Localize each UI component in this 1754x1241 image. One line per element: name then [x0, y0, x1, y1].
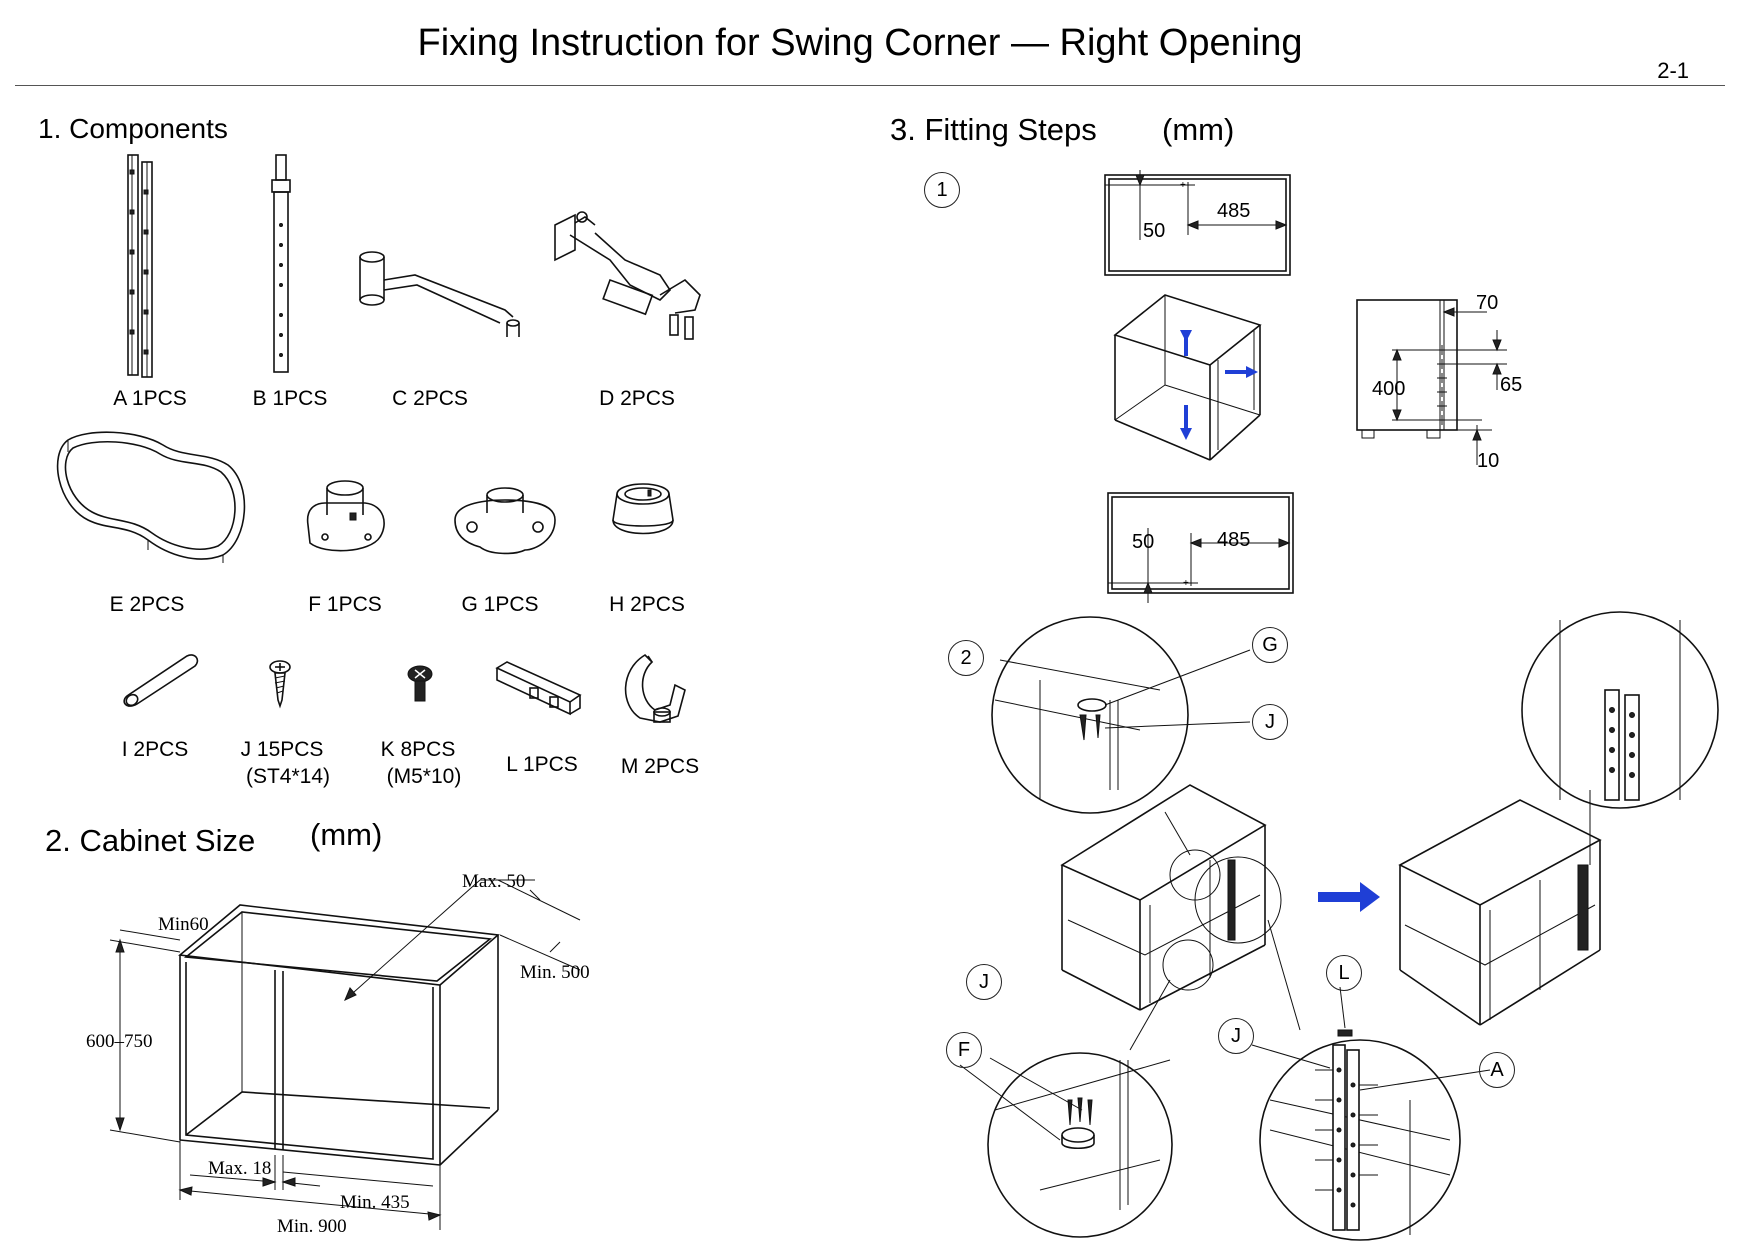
dim-min60: Min60 [158, 914, 209, 935]
step1-top-dim-b: 485 [1217, 200, 1251, 222]
component-d-label: D 2PCS [599, 387, 675, 410]
callout-j-right: J [1218, 1018, 1254, 1054]
fitting-unit: (mm) [1162, 112, 1235, 147]
component-m-label: M 2PCS [620, 755, 700, 778]
component-k-label: K 8PCS [380, 738, 456, 761]
component-g-illustration [454, 487, 556, 555]
step1-top-dim-a: 50 [1143, 220, 1166, 242]
component-h-illustration [612, 483, 674, 535]
component-h-label: H 2PCS [609, 593, 685, 616]
component-c-illustration [359, 251, 520, 337]
component-i-label: I 2PCS [121, 738, 189, 761]
step1-bottom-dim-a: 50 [1132, 531, 1155, 553]
callout-f: F [946, 1032, 982, 1068]
svg-text:+: + [1183, 578, 1189, 589]
cabinet-size-diagram [109, 879, 581, 1230]
component-c-label: C 2PCS [392, 387, 468, 410]
step1-side-dim-a: 70 [1476, 292, 1499, 314]
component-e-illustration [56, 431, 246, 563]
dim-max50: Max. 50 [462, 871, 526, 892]
dim-max18: Max. 18 [208, 1158, 272, 1179]
svg-text:+: + [1180, 180, 1186, 191]
page-number: 2-1 [1657, 58, 1689, 83]
component-d-illustration [554, 211, 701, 340]
component-l-illustration [495, 661, 582, 716]
component-l-label: L 1PCS [506, 753, 578, 776]
step1-side-view [1356, 299, 1507, 465]
dim-min500: Min. 500 [520, 962, 590, 983]
callout-j-top: J [1252, 704, 1288, 740]
component-k-illustration [407, 665, 433, 702]
component-a-illustration [127, 154, 153, 378]
component-j-illustration [269, 660, 291, 709]
step-2-number: 2 [948, 640, 984, 676]
component-j-label: J 15PCS [240, 738, 324, 761]
component-f-illustration [306, 480, 385, 552]
fitting-heading: 3. Fitting Steps [890, 112, 1097, 147]
step1-side-dim-d: 10 [1477, 450, 1500, 472]
step1-side-dim-b: 400 [1372, 378, 1406, 400]
dim-min900: Min. 900 [277, 1216, 347, 1237]
component-a-label: A 1PCS [113, 387, 187, 410]
component-e-label: E 2PCS [109, 593, 185, 616]
component-k-sublabel: (M5*10) [386, 765, 462, 788]
step1-bottom-dim-b: 485 [1217, 529, 1251, 551]
component-m-illustration [624, 653, 686, 723]
callout-g: G [1252, 627, 1288, 663]
callout-j-left: J [966, 964, 1002, 1000]
callout-l: L [1326, 955, 1362, 991]
component-f-label: F 1PCS [308, 593, 382, 616]
component-j-sublabel: (ST4*14) [245, 765, 331, 788]
dim-height: 600–750 [86, 1031, 153, 1052]
step1-iso-cabinet [1113, 294, 1262, 461]
step1-side-dim-c: 65 [1500, 374, 1523, 396]
cabinet-heading: 2. Cabinet Size [45, 823, 256, 858]
component-b-illustration [271, 154, 291, 373]
page-title: Fixing Instruction for Swing Corner — Ri… [417, 22, 1303, 64]
step1-bottom-plan: + [1107, 492, 1294, 603]
dim-min435: Min. 435 [340, 1192, 410, 1213]
callout-a: A [1479, 1052, 1515, 1088]
component-i-illustration [123, 654, 199, 707]
component-g-label: G 1PCS [461, 593, 539, 616]
cabinet-unit: (mm) [310, 817, 383, 852]
header-divider [15, 85, 1725, 86]
step-1-number: 1 [924, 172, 960, 208]
step1-top-plan: + [1104, 170, 1291, 276]
components-heading: 1. Components [38, 113, 228, 144]
component-b-label: B 1PCS [252, 387, 328, 410]
